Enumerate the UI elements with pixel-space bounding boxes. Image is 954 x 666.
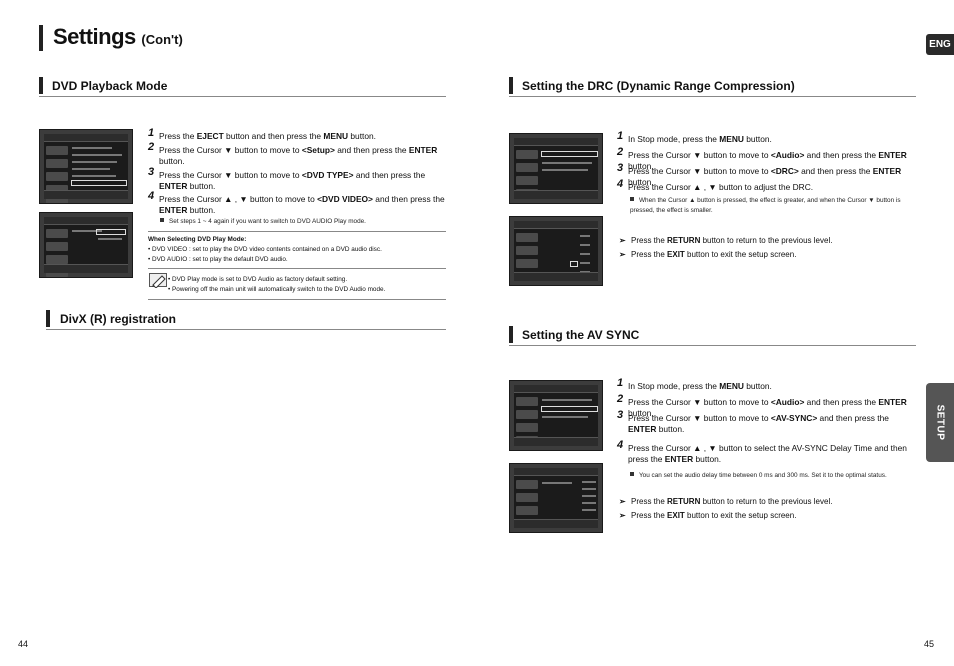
divider [509, 96, 916, 97]
note-line-1: • DVD Play mode is set to DVD Audio as f… [168, 276, 348, 283]
avsync-return-pointer: ➢Press the RETURN button to return to th… [619, 497, 833, 506]
pointer-arrow-icon: ➢ [619, 250, 626, 259]
eng-tab: ENG [926, 34, 954, 55]
section-accent [509, 77, 513, 94]
divider [39, 96, 446, 97]
drc-exit-pointer: ➢Press the EXIT button to exit the setup… [619, 250, 797, 259]
divider [148, 268, 446, 269]
when-line-audio: • DVD AUDIO : set to play the default DV… [148, 256, 288, 263]
page-title: Settings (Con't) [53, 24, 183, 49]
page-number-left: 44 [18, 639, 29, 649]
divider [509, 345, 916, 346]
dvd-setup-menu-screenshot [39, 129, 133, 204]
when-line-video: • DVD VIDEO : set to play the DVD video … [148, 246, 382, 253]
divider [148, 299, 446, 300]
drc-return-pointer: ➢Press the RETURN button to return to th… [619, 236, 833, 245]
pointer-arrow-icon: ➢ [619, 497, 626, 506]
drc-title: Setting the DRC (Dynamic Range Compressi… [522, 79, 795, 93]
note-line-2: • Powering off the main unit will automa… [168, 286, 386, 293]
when-heading: When Selecting DVD Play Mode: [148, 236, 247, 243]
divider [148, 231, 446, 232]
divx-title: DivX (R) registration [60, 312, 177, 326]
avsync-step-note: You can set the audio delay time between… [630, 471, 916, 481]
page-number-right: 45 [924, 639, 935, 649]
dvd-playback-title: DVD Playback Mode [52, 79, 168, 93]
avsync-delay-screenshot [509, 463, 603, 533]
section-accent [39, 77, 43, 94]
section-accent [509, 326, 513, 343]
avsync-title: Setting the AV SYNC [522, 328, 640, 342]
avsync-exit-pointer: ➢Press the EXIT button to exit the setup… [619, 511, 797, 520]
divider [46, 329, 446, 330]
drc-audio-menu-screenshot [509, 133, 603, 204]
pointer-arrow-icon: ➢ [619, 236, 626, 245]
note-pencil-icon [149, 273, 167, 289]
dvd-type-menu-screenshot [39, 212, 133, 278]
avsync-audio-menu-screenshot [509, 380, 603, 451]
setup-tab: SETUP [926, 383, 954, 462]
drc-level-screenshot [509, 216, 603, 286]
section-accent [46, 310, 50, 327]
pointer-arrow-icon: ➢ [619, 511, 626, 520]
drc-step-note: When the Cursor ▲ button is pressed, the… [630, 197, 901, 214]
title-bar-accent [39, 25, 43, 51]
dvd-step-note: Set steps 1 ~ 4 again if you want to swi… [160, 217, 446, 227]
